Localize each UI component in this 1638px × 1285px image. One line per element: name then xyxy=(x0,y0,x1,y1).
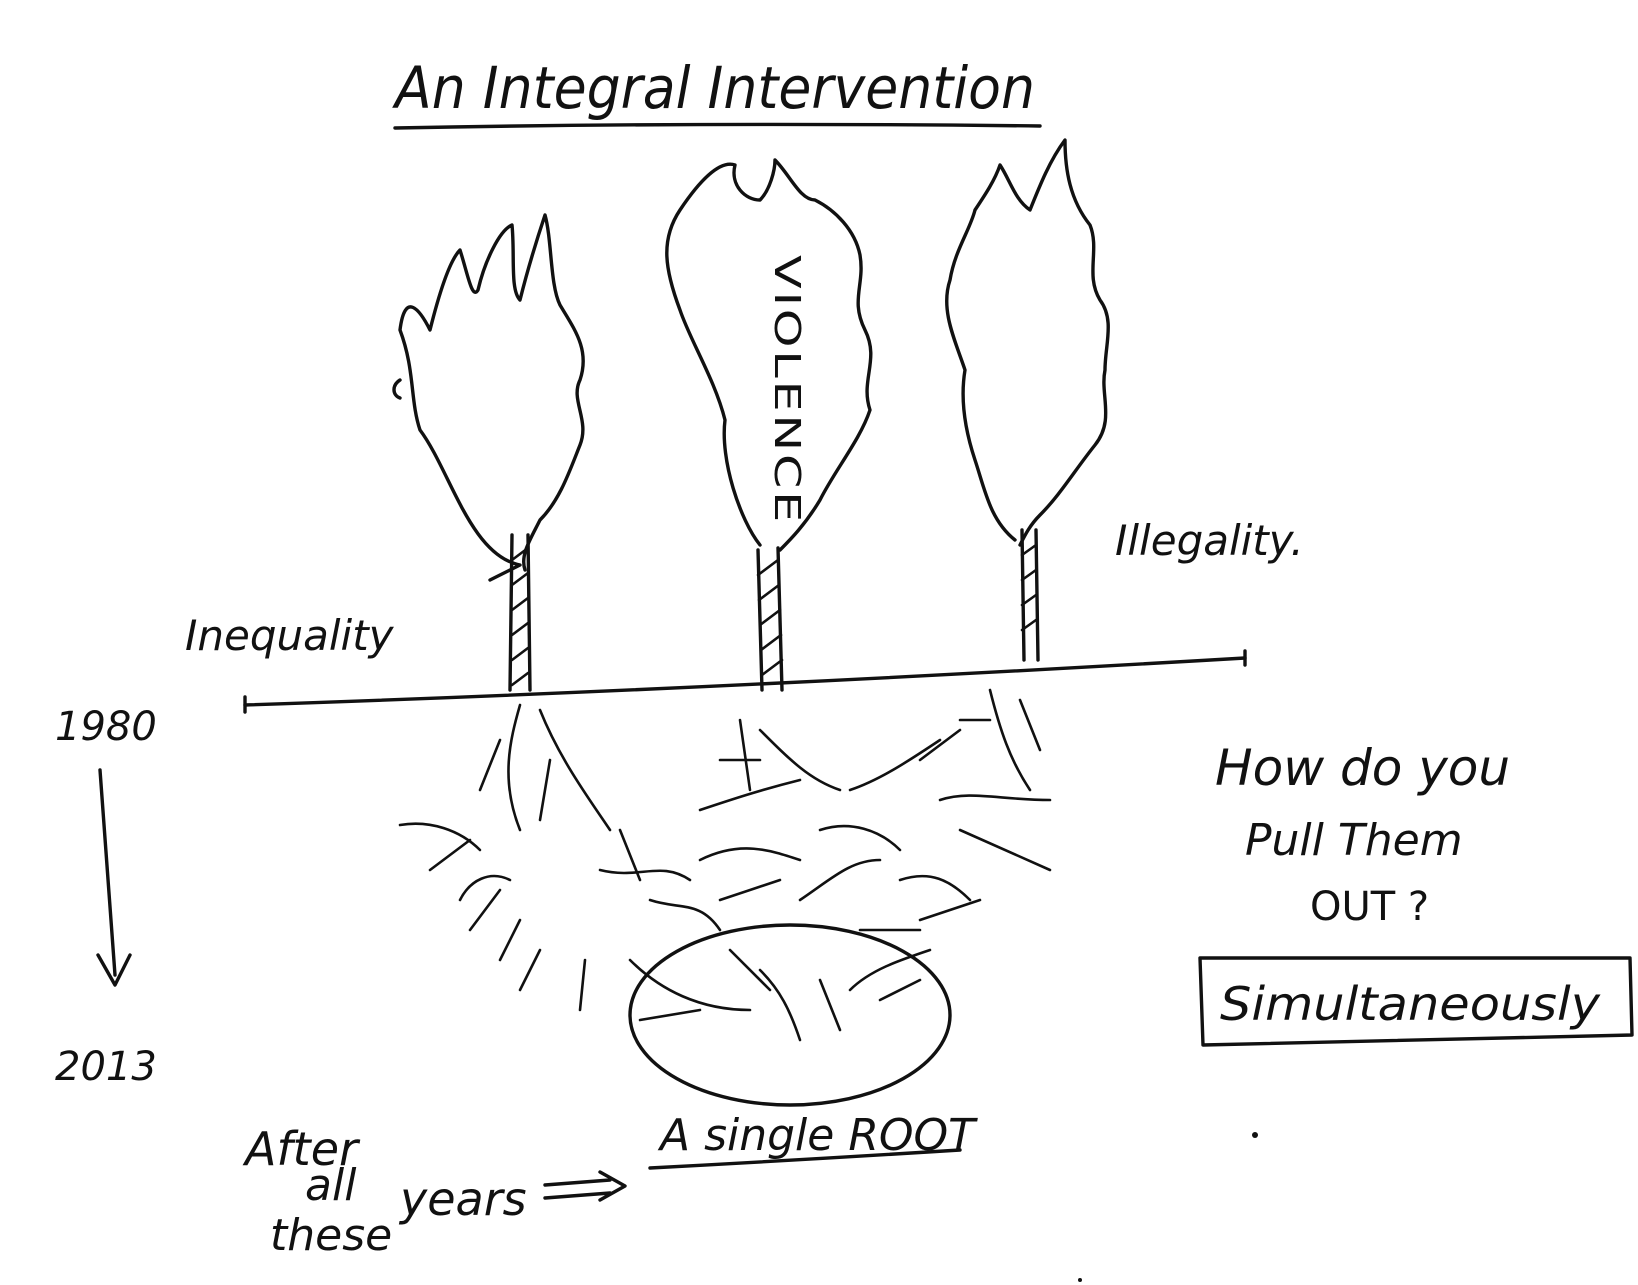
roots-tangle xyxy=(398,688,1052,1042)
flame-right xyxy=(945,138,1110,547)
stem-center xyxy=(756,546,784,692)
ink-dot xyxy=(1252,1132,1258,1138)
after-line-2: all xyxy=(305,1160,357,1211)
stem-left xyxy=(508,533,532,692)
answer-box xyxy=(1198,956,1634,1047)
ink-dot xyxy=(1078,1278,1082,1282)
after-line-4: years xyxy=(398,1172,527,1226)
after-line-1: After xyxy=(242,1122,361,1176)
label-illegality: Illegality. xyxy=(1115,516,1304,565)
label-violence: VIOLENCE xyxy=(766,255,807,525)
answer-text: Simultaneously xyxy=(1220,977,1601,1031)
stem-right xyxy=(1020,528,1040,662)
root-label-underline xyxy=(648,1148,962,1170)
title-underline xyxy=(393,122,1042,130)
question-line-1: How do you xyxy=(1215,739,1510,797)
label-inequality: Inequality xyxy=(185,611,395,660)
timeline-arrowhead xyxy=(96,953,132,987)
diagram-title: An Integral Intervention xyxy=(391,54,1035,122)
label-year-start: 1980 xyxy=(55,704,157,750)
flame-center xyxy=(665,158,873,552)
ground-line-end-tick xyxy=(243,649,1247,714)
question-line-3: OUT ? xyxy=(1310,884,1429,930)
flame-left xyxy=(398,213,585,582)
after-line-3: these xyxy=(270,1210,392,1261)
ground-line xyxy=(243,656,1247,707)
double-arrow xyxy=(543,1170,627,1202)
label-year-end: 2013 xyxy=(55,1044,157,1090)
root-ellipse xyxy=(628,923,952,1107)
timeline-arrow xyxy=(98,768,117,977)
flame-left-curl xyxy=(392,378,402,400)
question-line-2: Pull Them xyxy=(1245,815,1463,866)
